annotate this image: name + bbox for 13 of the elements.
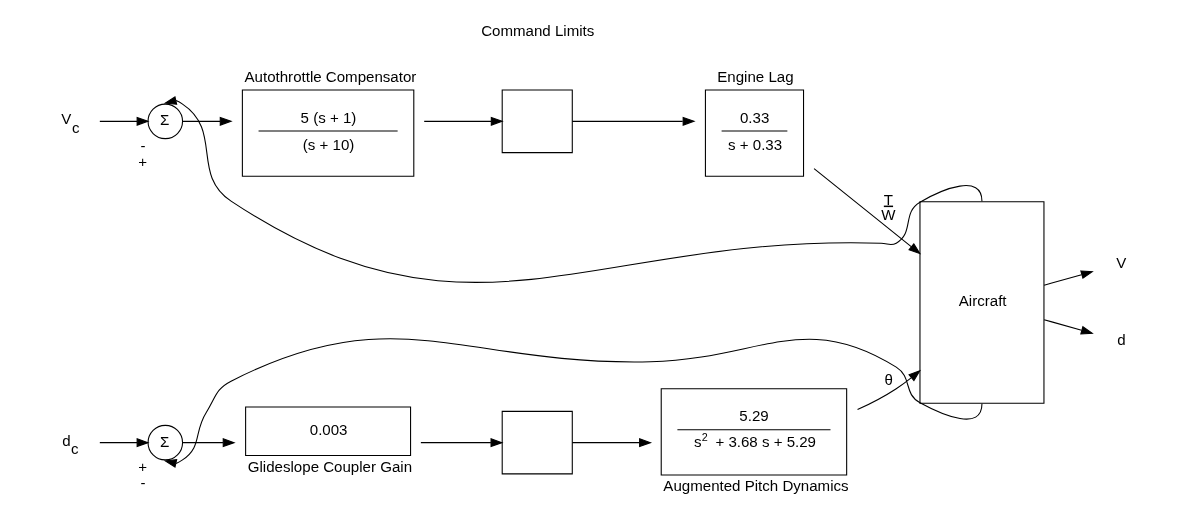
node-label: Augmented Pitch Dynamics xyxy=(662,477,849,495)
node-label: Engine Lag xyxy=(716,67,794,85)
node-label: Glideslope Coupler Gain xyxy=(247,457,412,475)
node-text: d xyxy=(1116,331,1126,349)
node-label: Autothrottle Compensator xyxy=(244,67,416,85)
node-label: + xyxy=(137,457,147,475)
edge-label: T W xyxy=(880,190,895,223)
node-text: V xyxy=(1115,253,1126,271)
node-label: + xyxy=(137,152,147,170)
label: Command Limits xyxy=(480,21,594,39)
node-label: - xyxy=(140,474,146,492)
edge-label: θ xyxy=(883,370,893,388)
node-label: - xyxy=(140,136,146,154)
